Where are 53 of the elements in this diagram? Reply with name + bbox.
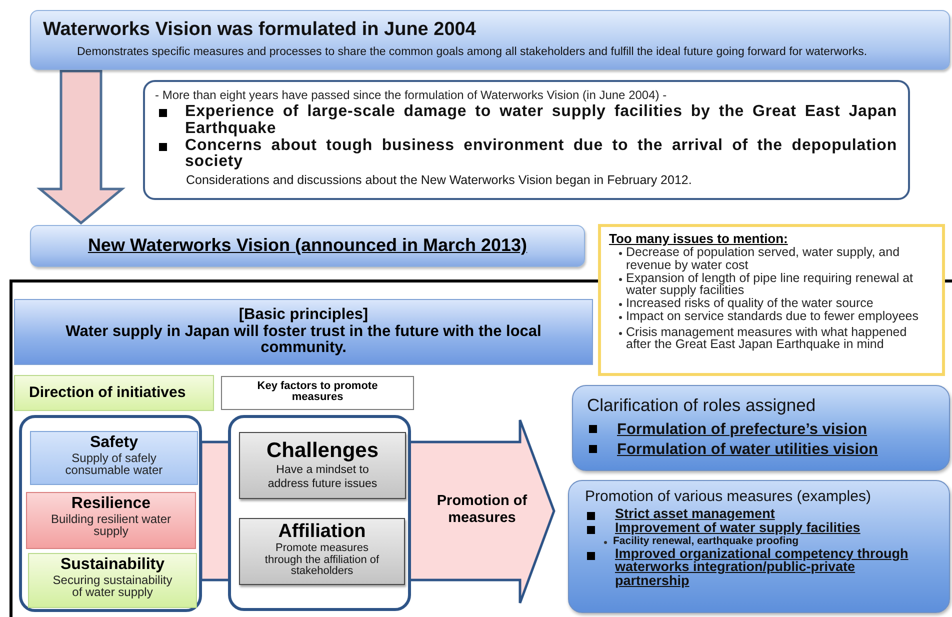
factor-box bbox=[239, 432, 406, 499]
title-box bbox=[30, 225, 585, 267]
issue-text: Expansion of length of pipe line requiring renewal at water supply facilities bbox=[626, 272, 914, 297]
group-frame bbox=[19, 415, 202, 612]
direction-box bbox=[30, 431, 198, 485]
roles-heading: Clarification of roles assigned bbox=[586, 394, 817, 417]
issue-text: Crisis management measures with what happened after the Great East Japan Earthquake in mind bbox=[626, 326, 908, 351]
role-item: Formulation of water utilities vision bbox=[617, 440, 878, 460]
direction-text: Securing sustainability of water supply bbox=[52, 574, 174, 599]
direction-text: Supply of safely consumable water bbox=[64, 452, 164, 477]
direction-box bbox=[26, 492, 196, 549]
issue-text: Impact on service standards due to fewer employees bbox=[626, 310, 920, 322]
measure-item: Improved organizational competency through waterworks integration/public-private partnership bbox=[615, 546, 910, 588]
block-arrow bbox=[36, 70, 126, 225]
bullet-text: Experience of large-scale damage to water supply facilities by the Great East Japan Earthquake bbox=[185, 104, 897, 138]
principles-band bbox=[14, 299, 593, 365]
direction-title: Sustainability bbox=[59, 555, 166, 574]
factor-title: Challenges bbox=[265, 438, 380, 463]
label-box bbox=[221, 376, 414, 410]
sub-item: Facility renewal, earthquake proofing bbox=[613, 534, 799, 547]
heading: Waterworks Vision was formulated in June 2004 bbox=[42, 18, 477, 41]
direction-box bbox=[28, 553, 197, 608]
measures-box bbox=[568, 480, 950, 613]
context-box bbox=[143, 80, 910, 200]
group-frame bbox=[228, 415, 411, 611]
issues-heading: Too many issues to mention: bbox=[608, 230, 789, 246]
issues-box bbox=[598, 224, 945, 376]
factor-title: Affiliation bbox=[277, 520, 367, 543]
direction-title: Safety bbox=[88, 433, 140, 452]
direction-title: Resilience bbox=[70, 494, 152, 513]
measures-heading: Promotion of various measures (examples) bbox=[584, 487, 872, 507]
measure-item: Strict asset management bbox=[615, 507, 776, 521]
factor-text: Promote measures through the affiliation of stakeholders bbox=[264, 543, 380, 578]
factor-box bbox=[239, 518, 405, 585]
intro-text: - More than eight years have passed since the formulation of Waterworks Vision (in June 2004) - bbox=[154, 87, 668, 104]
measure-item: Improvement of water supply facilities bbox=[615, 520, 862, 535]
issue-text: Increased risks of quality of the water source bbox=[626, 297, 874, 310]
roles-box bbox=[572, 385, 950, 471]
principles-text: Water supply in Japan will foster trust in the future with the local community. bbox=[64, 324, 542, 357]
principles-heading: [Basic principles] bbox=[238, 305, 370, 324]
label-box bbox=[14, 375, 214, 411]
role-item: Formulation of prefecture’s vision bbox=[617, 420, 868, 440]
arrow-label: Promotion of measures bbox=[436, 493, 528, 526]
label-text: Direction of initiatives bbox=[28, 383, 187, 401]
description: Demonstrates specific measures and processes to share the common goals among all stakeholders and fulfill the ideal future going forward for waterworks. bbox=[76, 45, 868, 58]
bullet-text: Concerns about tough business environment due to the arrival of the depopulation society bbox=[185, 138, 897, 172]
title-text: New Waterworks Vision (announced in March 2013) bbox=[86, 234, 528, 256]
factor-text: Have a mindset to address future issues bbox=[266, 463, 378, 492]
header-box bbox=[30, 10, 950, 70]
issue-text: Decrease of population served, water supply, and revenue by water cost bbox=[626, 246, 901, 272]
direction-text: Building resilient water supply bbox=[50, 512, 172, 538]
label-text: Key factors to promote measures bbox=[256, 379, 379, 403]
note-text: Considerations and discussions about the New Waterworks Vision began in February 2012. bbox=[185, 172, 693, 188]
